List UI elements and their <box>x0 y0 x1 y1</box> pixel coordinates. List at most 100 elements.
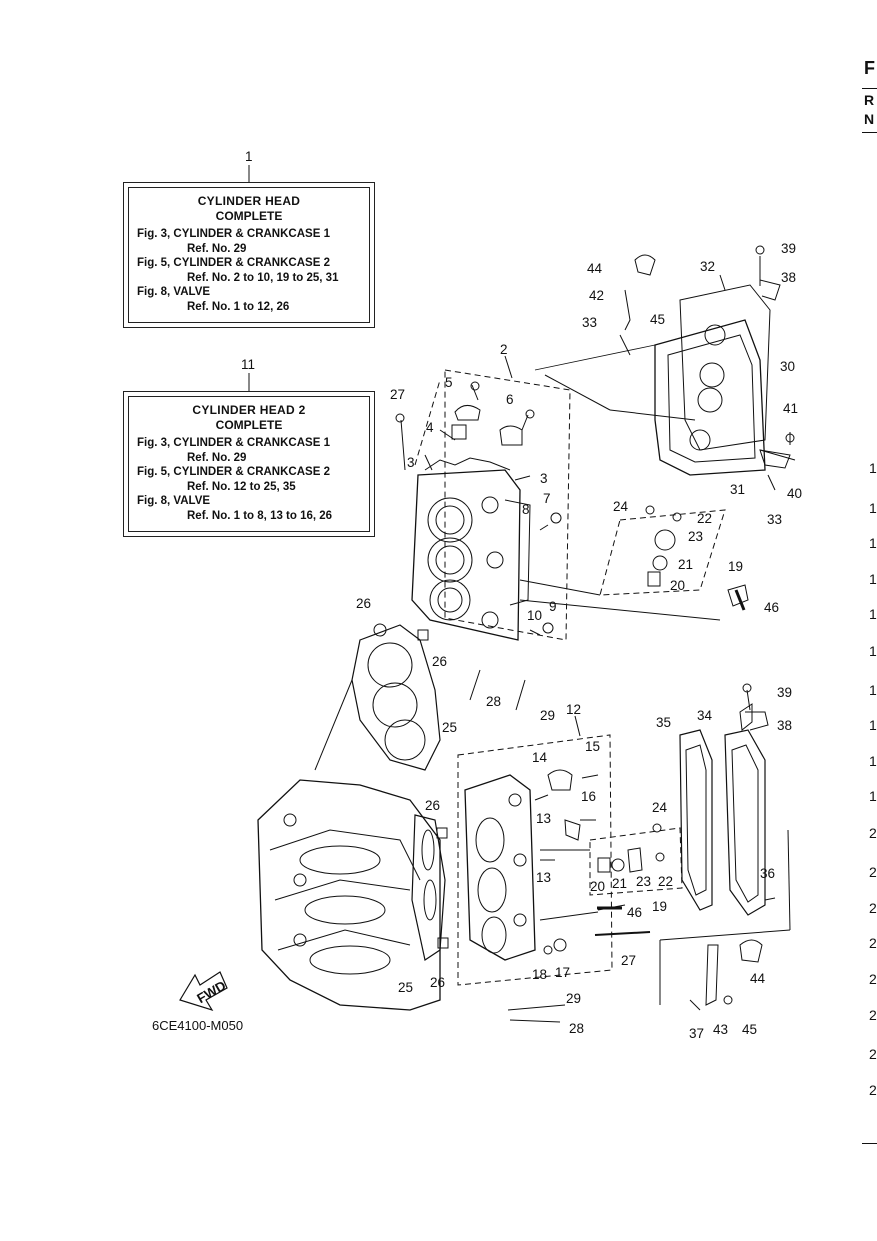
edge-number: 1 <box>869 460 877 476</box>
part-number: 26 <box>356 596 371 611</box>
part-number: 14 <box>532 750 548 765</box>
part-number: 22 <box>697 511 712 526</box>
box-line: Ref. No. 2 to 10, 19 to 25, 31 <box>187 271 339 284</box>
part-number: 34 <box>697 708 713 723</box>
box-subtitle: COMPLETE <box>215 417 283 432</box>
part-number: 31 <box>730 482 745 497</box>
callout-box-cylinder-head: CYLINDER HEAD COMPLETE Fig. 3, CYLINDER … <box>123 182 375 328</box>
part-number: 30 <box>780 359 795 374</box>
box-line: Fig. 3, CYLINDER & CRANKCASE 1 <box>137 228 330 240</box>
part-number: 6 <box>506 392 514 407</box>
part-number: 15 <box>585 739 600 754</box>
part-number: 39 <box>777 685 792 700</box>
group-outline <box>414 379 441 466</box>
part-number: 2 <box>500 342 508 357</box>
part-number: 1 <box>245 149 253 164</box>
box-line: Ref. No. 29 <box>187 451 247 464</box>
edge-number: 1 <box>869 606 877 622</box>
group-outline-head-1 <box>444 369 571 641</box>
part-number: 3 <box>540 471 548 486</box>
exhaust-cover-34 <box>659 683 791 1011</box>
edge-number: 1 <box>869 535 877 551</box>
edge-rule <box>862 88 877 89</box>
group-outline-head-2 <box>457 734 613 986</box>
part-number: 35 <box>656 715 671 730</box>
callout-box-inner: CYLINDER HEAD 2 COMPLETE Fig. 3, CYLINDE… <box>128 396 370 532</box>
part-number: 13 <box>536 811 551 826</box>
part-number: 43 <box>713 1022 728 1037</box>
edge-number: 1 <box>869 753 877 769</box>
part-number: 40 <box>787 486 802 501</box>
part-number: 46 <box>764 600 779 615</box>
box-title: CYLINDER HEAD 2 <box>192 403 306 417</box>
edge-number: 2 <box>869 825 877 841</box>
part-number: 45 <box>742 1022 757 1037</box>
box-line: Fig. 8, VALVE <box>137 286 211 298</box>
cylinder-head-1 <box>411 457 531 641</box>
box-line: Fig. 5, CYLINDER & CRANKCASE 2 <box>137 257 330 269</box>
edge-number: 1 <box>869 682 877 698</box>
part-number: 33 <box>767 512 782 527</box>
edge-rule <box>862 132 877 133</box>
edge-number: 1 <box>869 717 877 733</box>
leader-line <box>574 715 581 737</box>
leader-line <box>504 355 513 379</box>
edge-number: 1 <box>869 788 877 804</box>
part-number: 13 <box>536 870 551 885</box>
cylinder-head-2 <box>464 769 651 1023</box>
part-number: 5 <box>445 375 453 390</box>
part-number: 28 <box>569 1021 584 1036</box>
edge-number: 2 <box>869 1046 877 1062</box>
edge-letter: R <box>864 92 875 108</box>
part-number: 33 <box>582 315 597 330</box>
head-gasket-lower <box>411 814 449 961</box>
box-line: Ref. No. 1 to 12, 26 <box>187 300 290 313</box>
edge-number: 2 <box>869 971 877 987</box>
bolt-29 <box>515 679 526 711</box>
exhaust-cover-35 <box>679 729 713 911</box>
part-number: 27 <box>621 953 636 968</box>
part-number: 37 <box>689 1026 704 1041</box>
part-number: 24 <box>652 800 668 815</box>
edge-number: 1 <box>869 571 877 587</box>
crankcase-block <box>257 779 441 1011</box>
part-number: 32 <box>700 259 715 274</box>
part-number: 18 <box>532 967 547 982</box>
part-number: 7 <box>543 491 551 506</box>
part-number: 44 <box>587 261 603 276</box>
part-number: 10 <box>527 608 542 623</box>
edge-number: 2 <box>869 864 877 880</box>
part-number: 12 <box>566 702 581 717</box>
part-number: 8 <box>522 502 530 517</box>
part-number: 36 <box>760 866 775 881</box>
part-number: 19 <box>728 559 743 574</box>
box-line: Fig. 5, CYLINDER & CRANKCASE 2 <box>137 466 330 478</box>
edge-number: 1 <box>869 500 877 516</box>
part-number: 29 <box>566 991 581 1006</box>
part-number: 11 <box>241 357 255 372</box>
box-line: Ref. No. 12 to 25, 35 <box>187 480 296 493</box>
part-number: 38 <box>777 718 792 733</box>
part-number: 27 <box>390 387 405 402</box>
box-line: Ref. No. 29 <box>187 242 247 255</box>
part-number: 42 <box>589 288 604 303</box>
part-number: 23 <box>688 529 703 544</box>
edge-letter: N <box>864 111 875 127</box>
part-number: 39 <box>781 241 796 256</box>
fwd-arrow <box>179 971 228 1012</box>
edge-rule <box>862 1143 877 1144</box>
part-number: 3 <box>407 455 415 470</box>
part-number: 22 <box>658 874 673 889</box>
valve-cover-upper <box>534 245 796 491</box>
part-number: 45 <box>650 312 665 327</box>
edge-number: 2 <box>869 1007 877 1023</box>
part-number: 4 <box>426 420 434 435</box>
callout-box-cylinder-head-2: CYLINDER HEAD 2 COMPLETE Fig. 3, CYLINDE… <box>123 391 375 537</box>
part-number-labels: 1 11 2 5 6 27 4 3 3 7 8 9 10 26 26 25 28… <box>241 149 802 1041</box>
part-number: 26 <box>425 798 440 813</box>
part-number: 29 <box>540 708 555 723</box>
part-number: 44 <box>750 971 766 986</box>
box-title: CYLINDER HEAD <box>197 194 301 208</box>
part-number: 9 <box>549 599 557 614</box>
